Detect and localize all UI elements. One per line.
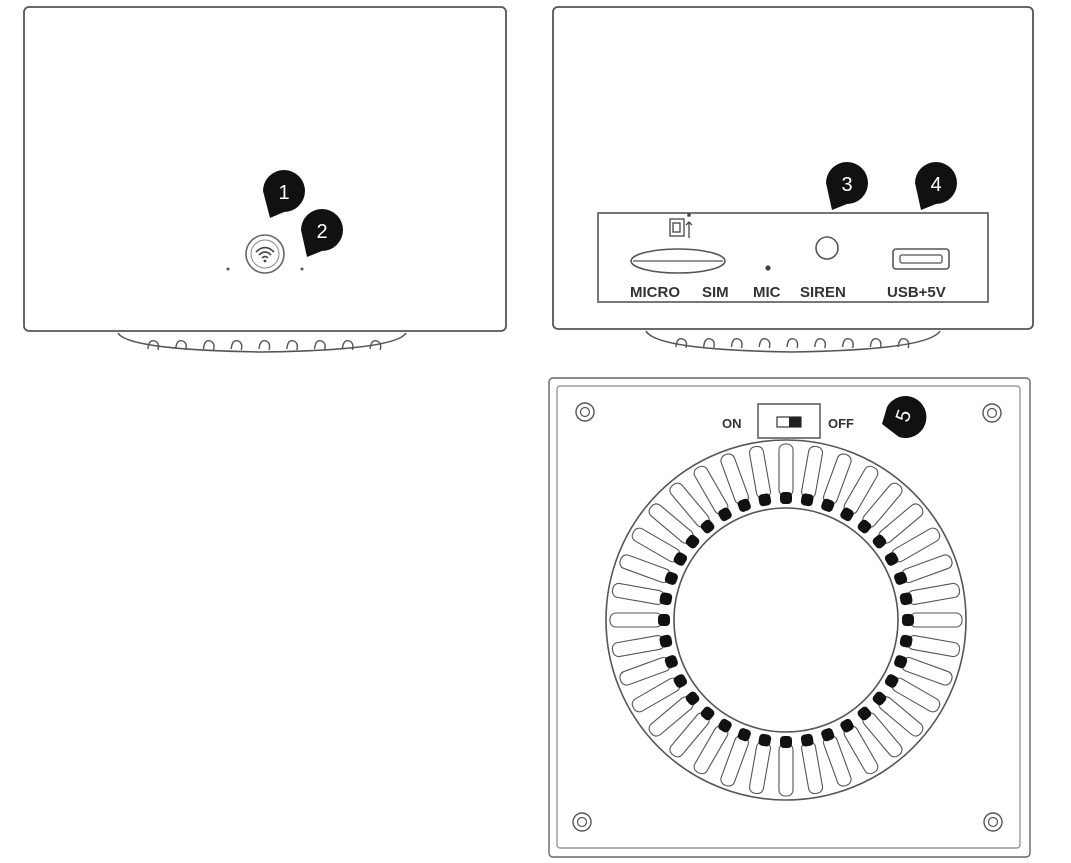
power-switch bbox=[757, 403, 821, 439]
base-scallop bbox=[897, 337, 910, 349]
screw-top-right bbox=[982, 403, 1002, 423]
wifi-button bbox=[245, 234, 285, 274]
side-view: MICRO SIM MIC SIREN USB+5V bbox=[552, 6, 1034, 353]
vent-slot bbox=[857, 482, 903, 534]
siren-port bbox=[815, 236, 839, 260]
vent-slot bbox=[902, 612, 963, 628]
base-scallop bbox=[202, 339, 215, 351]
vent-slot bbox=[800, 445, 824, 507]
vent-slot bbox=[669, 482, 715, 534]
switch-label-off: OFF bbox=[828, 416, 854, 431]
base-scallop bbox=[230, 339, 243, 351]
base-scallop bbox=[730, 337, 743, 349]
callout-marker-5: 5 bbox=[882, 396, 927, 439]
base-scallop bbox=[702, 337, 715, 349]
front-base-scallops bbox=[147, 339, 382, 351]
vent-slot bbox=[821, 728, 852, 787]
callout-marker-2: 2 bbox=[301, 209, 343, 257]
vent-slot bbox=[884, 527, 941, 566]
side-base-ring bbox=[645, 330, 941, 353]
callout-marker-3: 3 bbox=[826, 162, 868, 210]
bottom-view: ON OFF bbox=[548, 377, 1031, 858]
vent-slot bbox=[872, 503, 924, 549]
front-box bbox=[23, 6, 507, 332]
base-scallop bbox=[147, 339, 160, 351]
vent-slot bbox=[693, 718, 732, 775]
sim-slot bbox=[630, 248, 726, 274]
base-scallop bbox=[786, 337, 799, 349]
vent-slot bbox=[884, 674, 941, 713]
base-scallop bbox=[675, 337, 688, 349]
vent-slot bbox=[899, 582, 961, 606]
vent-slot bbox=[778, 443, 794, 504]
callout-marker-1: 1 bbox=[263, 170, 305, 218]
vent-ring bbox=[605, 439, 967, 801]
base-scallop bbox=[313, 339, 326, 351]
base-scallop bbox=[758, 337, 771, 349]
label-siren: SIREN bbox=[800, 284, 846, 301]
base-scallop bbox=[341, 339, 354, 351]
label-mic: MIC bbox=[753, 284, 781, 301]
svg-text:1: 1 bbox=[278, 182, 289, 204]
vent-slot bbox=[631, 674, 688, 713]
front-base-ring bbox=[117, 332, 407, 353]
mic-hole bbox=[765, 265, 771, 271]
vent-slot bbox=[778, 736, 794, 797]
vent-slot bbox=[748, 445, 772, 507]
svg-text:2: 2 bbox=[316, 221, 327, 243]
base-scallop bbox=[258, 339, 271, 351]
vent-slot bbox=[840, 718, 879, 775]
switch-label-on: ON bbox=[722, 416, 742, 431]
vent-slot bbox=[894, 554, 953, 585]
vent-slot bbox=[821, 453, 852, 512]
svg-text:3: 3 bbox=[841, 174, 852, 196]
vent-slot bbox=[669, 706, 715, 758]
label-usb: USB+5V bbox=[887, 284, 946, 301]
vent-slot bbox=[872, 691, 924, 737]
vent-slot bbox=[857, 706, 903, 758]
vent-slot bbox=[840, 465, 879, 522]
indicator-dot-left bbox=[226, 267, 230, 271]
vent-slots bbox=[609, 443, 963, 797]
label-sim: SIM bbox=[702, 284, 729, 301]
vent-slot bbox=[899, 634, 961, 658]
svg-text:4: 4 bbox=[930, 174, 941, 196]
indicator-dot-right bbox=[300, 267, 304, 271]
screw-top-left bbox=[575, 402, 595, 422]
base-scallop bbox=[369, 339, 382, 351]
vent-slot bbox=[720, 728, 751, 787]
sim-card-icon bbox=[669, 213, 693, 238]
vent-slot bbox=[693, 465, 732, 522]
side-base-scallops bbox=[675, 337, 910, 349]
callout-marker-4: 4 bbox=[915, 162, 957, 210]
base-scallop bbox=[869, 337, 882, 349]
screw-bottom-left bbox=[572, 812, 592, 832]
vent-slot bbox=[894, 655, 953, 686]
screw-bottom-right bbox=[983, 812, 1003, 832]
vent-slot bbox=[748, 733, 772, 795]
label-micro: MICRO bbox=[630, 284, 680, 301]
vent-slot bbox=[619, 655, 678, 686]
vent-slot bbox=[648, 503, 700, 549]
vent-slot bbox=[611, 634, 673, 658]
base-scallop bbox=[814, 337, 827, 349]
vent-slot bbox=[611, 582, 673, 606]
vent-slot bbox=[648, 691, 700, 737]
base-scallop bbox=[286, 339, 299, 351]
wifi-icon bbox=[255, 246, 275, 263]
vent-slot bbox=[800, 733, 824, 795]
vent-slot bbox=[619, 554, 678, 585]
vent-slot bbox=[631, 527, 688, 566]
usb-port bbox=[892, 248, 950, 270]
base-scallop bbox=[841, 337, 854, 349]
vent-slot bbox=[609, 612, 670, 628]
vent-slot bbox=[720, 453, 751, 512]
base-scallop bbox=[174, 339, 187, 351]
front-view bbox=[23, 6, 507, 353]
